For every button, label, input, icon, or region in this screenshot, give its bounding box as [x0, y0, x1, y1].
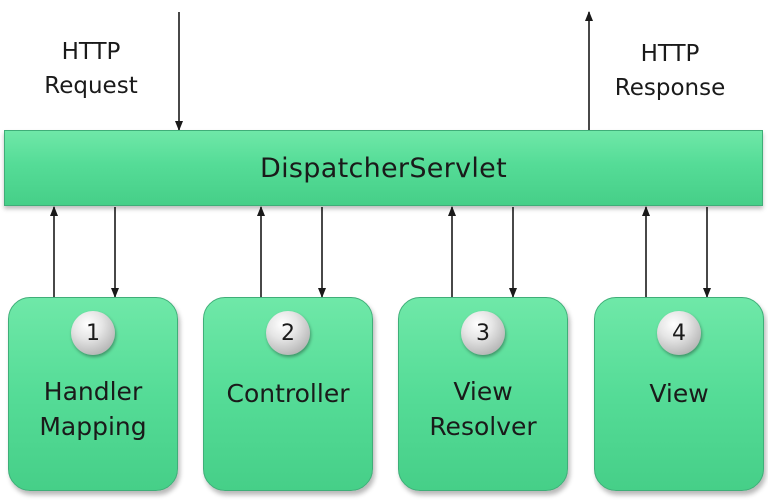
controller-box: 2 Controller: [203, 297, 373, 491]
controller-label: Controller: [226, 379, 350, 408]
http-response-label: HTTP Response: [614, 41, 726, 101]
dispatcher-servlet-box: DispatcherServlet: [4, 130, 763, 206]
view-label: View: [649, 379, 709, 408]
http-request-label: HTTP Request: [44, 39, 138, 99]
dispatcher-servlet-label: DispatcherServlet: [260, 152, 507, 184]
step-badge-3: 3: [461, 311, 505, 355]
view-resolver-label: View Resolver: [429, 377, 537, 441]
view-box: 4 View: [594, 297, 764, 491]
view-resolver-box: 3 View Resolver: [398, 297, 568, 491]
step-badge-4: 4: [657, 311, 701, 355]
handler-mapping-label: Handler Mapping: [39, 377, 147, 441]
handler-mapping-box: 1 Handler Mapping: [8, 297, 178, 491]
step-badge-2: 2: [266, 311, 310, 355]
step-badge-1: 1: [71, 311, 115, 355]
